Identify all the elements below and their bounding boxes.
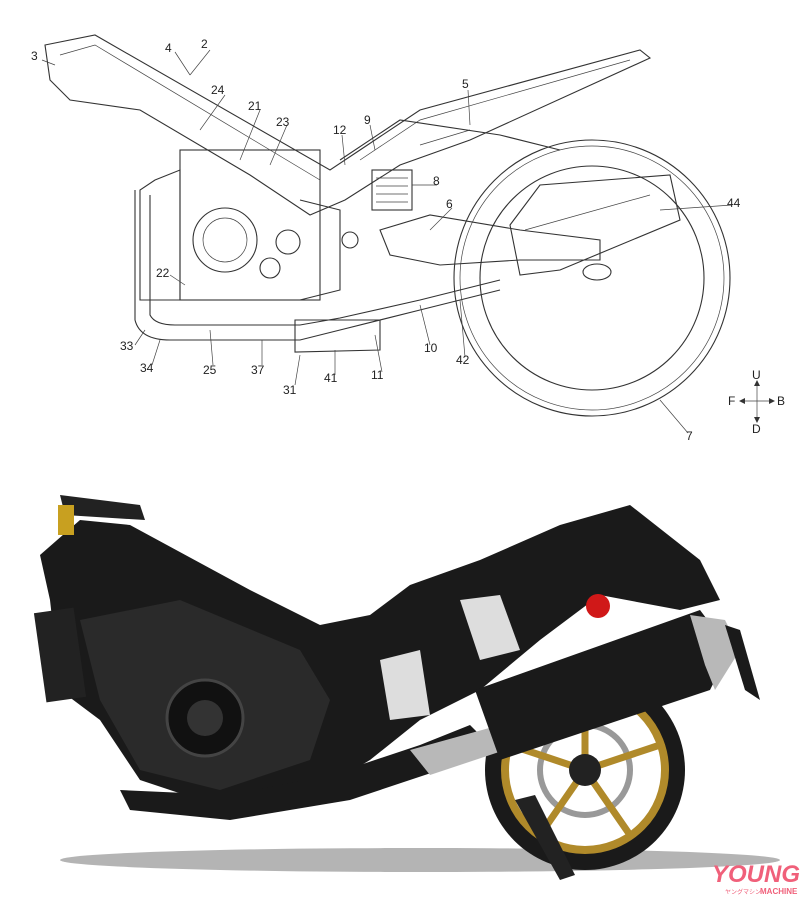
exhaust-drawing bbox=[134, 174, 681, 353]
ref-23: 23 bbox=[276, 115, 290, 129]
ref-31: 31 bbox=[283, 383, 297, 397]
ref-2: 2 bbox=[201, 37, 208, 51]
ref-33: 33 bbox=[120, 339, 134, 353]
watermark-brand: YOUNG bbox=[712, 861, 800, 888]
direction-indicator: U D F B bbox=[728, 368, 785, 436]
ref-8: 8 bbox=[433, 174, 440, 188]
ref-41: 41 bbox=[324, 371, 338, 385]
ref-9: 9 bbox=[364, 113, 371, 127]
engine-drawing bbox=[139, 149, 359, 301]
ref-4: 4 bbox=[165, 41, 172, 55]
exhaust bbox=[120, 610, 740, 820]
frame-drawing bbox=[44, 34, 652, 266]
direction-up-label: U bbox=[752, 368, 761, 382]
ref-5: 5 bbox=[462, 77, 469, 91]
direction-back-label: B bbox=[777, 394, 785, 408]
muffler-drawing bbox=[509, 174, 681, 281]
ref-24: 24 bbox=[211, 83, 225, 97]
watermark-kana: ヤングマシン bbox=[725, 888, 761, 896]
paddock-stand bbox=[515, 795, 575, 880]
ref-3: 3 bbox=[31, 49, 38, 63]
ref-11: 11 bbox=[371, 368, 384, 382]
motorcycle-photo: YOUNG ヤングマシン MACHINE bbox=[33, 495, 800, 896]
ref-37: 37 bbox=[251, 363, 265, 377]
reference-numerals: 3 4 2 24 21 23 12 9 5 8 6 44 22 33 34 25… bbox=[31, 37, 741, 443]
ref-7: 7 bbox=[686, 429, 693, 443]
red-light bbox=[586, 594, 610, 618]
direction-front-label: F bbox=[728, 394, 735, 408]
ref-25: 25 bbox=[203, 363, 217, 377]
watermark-logo: YOUNG ヤングマシン MACHINE bbox=[712, 861, 800, 896]
patent-drawing: 3 4 2 24 21 23 12 9 5 8 6 44 22 33 34 25… bbox=[31, 34, 785, 443]
rear-shock-drawing bbox=[371, 169, 413, 211]
leader-lines bbox=[41, 49, 733, 434]
rear-wheel-drawing bbox=[453, 139, 731, 417]
frame-body bbox=[33, 495, 720, 800]
watermark-sub: MACHINE bbox=[760, 887, 798, 896]
direction-down-label: D bbox=[752, 422, 761, 436]
ref-34: 34 bbox=[140, 361, 154, 375]
ref-22: 22 bbox=[156, 266, 170, 280]
ref-6: 6 bbox=[446, 197, 453, 211]
ground-shadow bbox=[60, 848, 780, 872]
ref-44: 44 bbox=[727, 196, 741, 210]
ref-21: 21 bbox=[248, 99, 262, 113]
license-bracket bbox=[725, 625, 760, 700]
ref-10: 10 bbox=[424, 341, 438, 355]
ref-42: 42 bbox=[456, 353, 470, 367]
ref-12: 12 bbox=[333, 123, 347, 137]
